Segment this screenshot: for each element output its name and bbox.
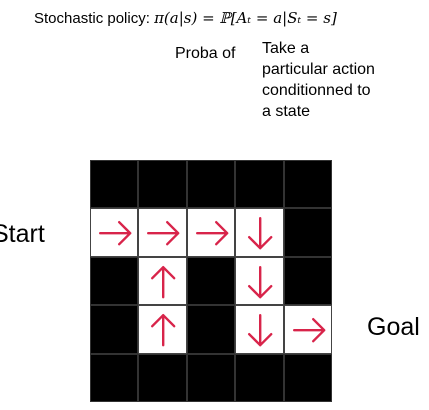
path-cell bbox=[138, 256, 187, 306]
action-annotation: Take a particular action conditionned to… bbox=[262, 38, 422, 122]
path-cell bbox=[138, 208, 187, 257]
proba-of-annotation: Proba of bbox=[175, 45, 236, 62]
path-cell bbox=[138, 305, 187, 354]
start-label: Start bbox=[0, 220, 45, 248]
wall-cell bbox=[283, 256, 332, 306]
wall-cell bbox=[90, 256, 139, 306]
wall-cell bbox=[235, 353, 284, 402]
arrow-down-icon bbox=[248, 217, 273, 250]
path-cell bbox=[186, 208, 236, 257]
action-line: a state bbox=[262, 103, 311, 120]
wall-cell bbox=[186, 160, 236, 209]
wall-cell bbox=[186, 256, 236, 306]
path-cell bbox=[283, 305, 332, 354]
wall-cell bbox=[283, 160, 332, 209]
arrow-right-icon bbox=[292, 318, 325, 343]
action-line: particular action bbox=[262, 61, 375, 78]
arrow-right-icon bbox=[147, 221, 180, 246]
arrow-up-icon bbox=[151, 314, 176, 347]
formula-label: Stochastic policy: bbox=[34, 10, 150, 27]
wall-cell bbox=[138, 160, 187, 209]
wall-cell bbox=[235, 160, 284, 209]
wall-cell bbox=[90, 305, 139, 354]
wall-cell bbox=[283, 208, 332, 257]
path-cell bbox=[235, 208, 284, 257]
arrow-right-icon bbox=[195, 221, 229, 246]
arrow-down-icon bbox=[248, 314, 273, 347]
wall-cell bbox=[186, 353, 236, 402]
arrow-down-icon bbox=[248, 265, 273, 299]
path-cell bbox=[235, 256, 284, 306]
goal-label: Goal bbox=[367, 313, 420, 341]
wall-cell bbox=[90, 353, 139, 402]
wall-cell bbox=[186, 305, 236, 354]
wall-cell bbox=[90, 160, 139, 209]
maze-grid bbox=[90, 160, 332, 402]
formula-expression: π(a|s) = ℙ[Aₜ = a|Sₜ = s] bbox=[154, 9, 337, 27]
action-line: Take a bbox=[262, 40, 310, 57]
path-cell bbox=[235, 305, 284, 354]
wall-cell bbox=[138, 353, 187, 402]
path-cell bbox=[90, 208, 139, 257]
arrow-up-icon bbox=[151, 265, 176, 299]
action-line: conditionned to bbox=[262, 82, 371, 99]
policy-formula: Stochastic policy: π(a|s) = ℙ[Aₜ = a|Sₜ … bbox=[34, 9, 337, 27]
wall-cell bbox=[283, 353, 332, 402]
arrow-right-icon bbox=[99, 221, 132, 246]
